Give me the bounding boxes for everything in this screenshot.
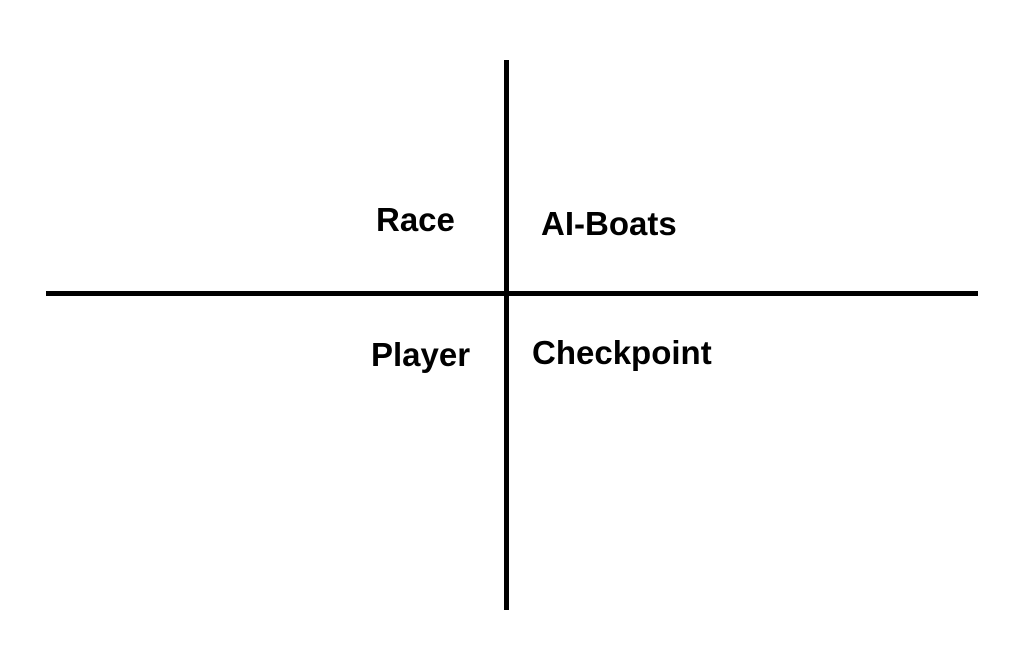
horizontal-divider [46, 291, 978, 296]
quadrant-label-race: Race [376, 201, 455, 238]
quadrant-label-checkpoint: Checkpoint [532, 334, 712, 371]
quadrant-label-ai-boats: AI-Boats [541, 205, 677, 242]
quadrant-label-player: Player [371, 336, 471, 373]
vertical-divider [504, 60, 509, 610]
